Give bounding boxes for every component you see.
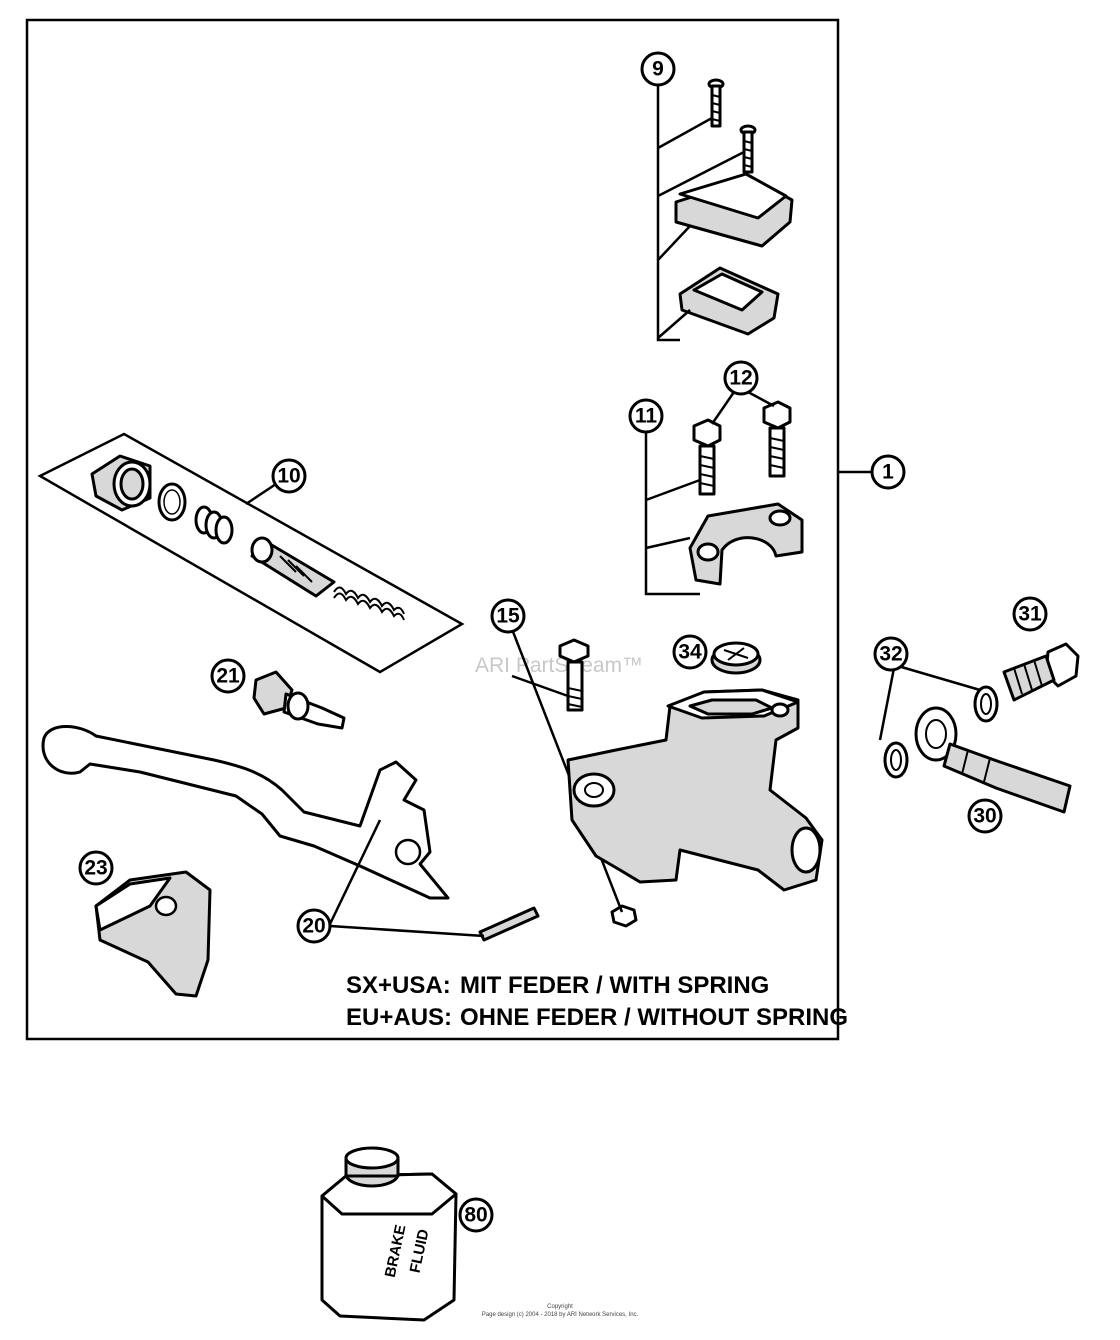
callout-30: 30 xyxy=(967,798,1003,834)
callout-10: 10 xyxy=(271,458,307,494)
return-spring xyxy=(333,586,405,621)
note-with-spring: MIT FEDER / WITH SPRING xyxy=(460,972,769,999)
spring-note: SX+USA: MIT FEDER / WITH SPRING EU+AUS: … xyxy=(346,972,848,1031)
part-lever-cover: 23 xyxy=(78,850,212,998)
note-region-sx-usa: SX+USA: xyxy=(346,972,451,999)
callout-11: 11 xyxy=(628,398,664,434)
lever-spring xyxy=(478,906,540,942)
part-master-cylinder-body xyxy=(566,688,824,892)
diagram-frame xyxy=(25,18,840,1041)
piston xyxy=(250,536,336,598)
callout-9: 9 xyxy=(640,51,676,87)
part-lever-adjuster: 21 xyxy=(210,658,346,730)
copyright-line-2: Page design (c) 2004 - 2018 by ARI Netwo… xyxy=(482,1312,639,1318)
note-without-spring: OHNE FEDER / WITHOUT SPRING xyxy=(460,1004,848,1031)
svg-text:23: 23 xyxy=(84,857,107,880)
part-brake-lever: 20 xyxy=(41,725,540,944)
part-pivot-bolt: 15 xyxy=(490,598,638,928)
piston-seals xyxy=(194,505,234,545)
reservoir-cover xyxy=(674,172,794,248)
reservoir-diaphragm xyxy=(678,266,780,336)
part-reservoir-plug: 34 xyxy=(672,634,762,675)
leader-9 xyxy=(656,86,745,342)
copyright-line-1: Copyright xyxy=(547,1304,573,1310)
watermark: ARI PartStream™ xyxy=(475,654,643,677)
sealing-washer xyxy=(883,741,909,779)
banjo-bolt xyxy=(1002,642,1080,702)
note-region-eu-aus: EU+AUS: xyxy=(346,1004,452,1031)
callout-23: 23 xyxy=(78,850,114,886)
callout-80: 80 xyxy=(458,1197,494,1233)
leader-32 xyxy=(878,664,981,741)
handlebar-clamp xyxy=(688,502,804,586)
svg-text:31: 31 xyxy=(1018,603,1042,626)
callout-31: 31 xyxy=(1012,596,1048,632)
part-reservoir-cap-assembly: 9 xyxy=(640,51,794,342)
leader-12 xyxy=(710,390,775,425)
cap-screw xyxy=(739,124,757,174)
leader-20 xyxy=(328,819,485,938)
svg-text:9: 9 xyxy=(652,58,664,81)
callout-20: 20 xyxy=(296,908,332,944)
svg-text:1: 1 xyxy=(882,461,894,484)
kit-outline xyxy=(37,432,465,674)
circlip xyxy=(157,482,187,522)
svg-text:11: 11 xyxy=(635,405,658,428)
callout-12: 12 xyxy=(723,360,759,396)
cap-screw xyxy=(707,78,725,128)
svg-text:20: 20 xyxy=(302,915,325,938)
piston-boot xyxy=(90,454,152,512)
svg-text:80: 80 xyxy=(464,1204,487,1227)
svg-text:32: 32 xyxy=(879,643,902,666)
callout-21: 21 xyxy=(210,658,246,694)
svg-text:12: 12 xyxy=(729,367,752,390)
svg-text:10: 10 xyxy=(277,465,300,488)
leader-10 xyxy=(245,482,277,506)
part-piston-repair-kit: 10 xyxy=(37,432,465,674)
svg-text:34: 34 xyxy=(678,641,702,664)
part-brake-hose-assembly: 30 31 32 xyxy=(873,596,1080,834)
brake-hose xyxy=(914,706,1072,814)
svg-text:15: 15 xyxy=(496,605,520,628)
svg-text:30: 30 xyxy=(973,805,996,828)
leader-15 xyxy=(508,623,624,913)
callout-34: 34 xyxy=(672,634,708,670)
callout-32: 32 xyxy=(873,636,909,672)
callout-1: 1 xyxy=(870,454,906,490)
clamp-bolt xyxy=(692,418,722,496)
leader-11 xyxy=(644,432,701,596)
sealing-washer xyxy=(973,685,999,723)
pivot-nut xyxy=(610,904,638,928)
clamp-bolt xyxy=(762,400,792,478)
part-clamp-assembly: 11 12 xyxy=(628,360,804,596)
svg-text:21: 21 xyxy=(216,665,240,688)
part-brake-fluid-can: BRAKE FLUID 80 xyxy=(320,1146,494,1322)
callout-15: 15 xyxy=(490,598,526,634)
